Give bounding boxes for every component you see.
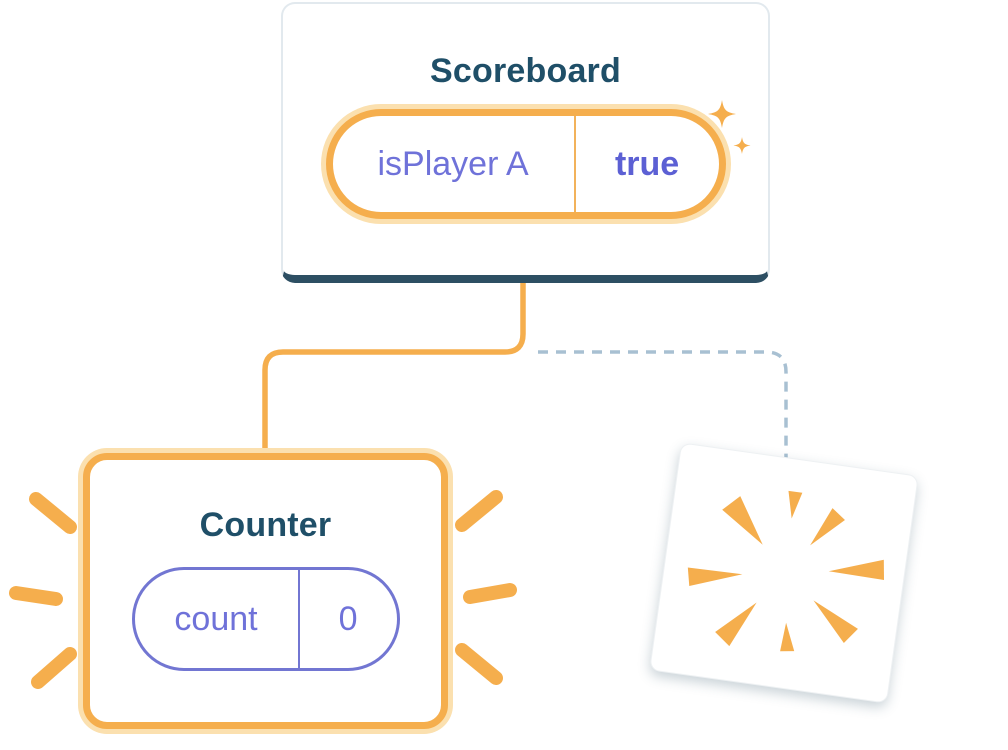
state-value-label: 0 [338,599,358,638]
burst-mark [463,583,517,604]
burst-mark [9,586,63,606]
active-connector-line [262,265,526,461]
burst-mark [29,492,77,534]
counter-state-pill: count 0 [131,567,400,671]
sparkle-icon [708,100,751,154]
counter-card: Counter count 0 [83,453,448,729]
scoreboard-card: Scoreboard isPlayer A true [281,2,770,283]
poof-burst-icon [687,490,885,652]
removed-component-card [649,442,919,704]
scoreboard-state-pill: isPlayer A true [325,109,726,219]
burst-mark [31,647,77,689]
burst-mark [455,490,503,532]
state-value-label: true [614,144,680,183]
counter-title: Counter [199,506,332,544]
removed-connector-dashed-line [538,350,788,488]
scoreboard-title: Scoreboard [430,52,621,90]
state-key-label: count [135,570,300,668]
state-key-label: isPlayer A [333,116,576,212]
burst-mark [455,643,503,685]
